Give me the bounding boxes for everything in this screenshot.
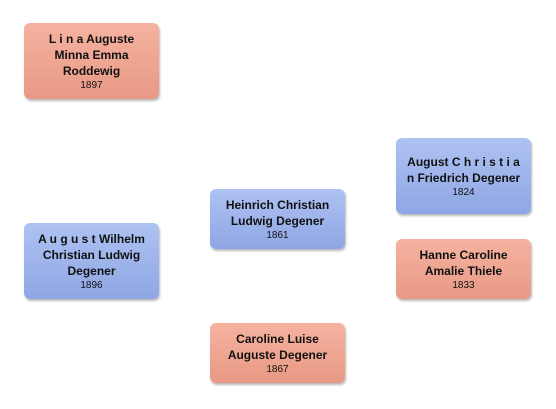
person-name: Hanne Caroline Amalie Thiele [419,247,508,278]
person-name: Heinrich Christian Ludwig Degener [225,197,330,228]
person-name: Caroline Luise Auguste Degener [227,331,328,362]
person-name: L i n a Auguste Minna Emma Roddewig [48,31,135,78]
person-card-lina-roddewig[interactable]: L i n a Auguste Minna Emma Roddewig 1897 [24,23,159,99]
person-birth-year: 1861 [266,229,289,241]
person-birth-year: 1833 [452,279,475,291]
person-birth-year: 1897 [80,79,103,91]
person-birth-year: 1824 [452,186,475,198]
person-name: A u g u s t Wilhelm Christian Ludwig Deg… [38,231,145,278]
person-card-august-christian-degener[interactable]: August C h r i s t i a n Friedrich Degen… [396,138,531,214]
person-card-heinrich-degener[interactable]: Heinrich Christian Ludwig Degener 1861 [210,189,345,249]
person-name: August C h r i s t i a n Friedrich Degen… [406,154,521,185]
person-card-caroline-degener[interactable]: Caroline Luise Auguste Degener 1867 [210,323,345,383]
person-card-hanne-thiele[interactable]: Hanne Caroline Amalie Thiele 1833 [396,239,531,299]
person-card-august-wilhelm-degener[interactable]: A u g u s t Wilhelm Christian Ludwig Deg… [24,223,159,299]
person-birth-year: 1896 [80,279,103,291]
person-birth-year: 1867 [266,363,289,375]
